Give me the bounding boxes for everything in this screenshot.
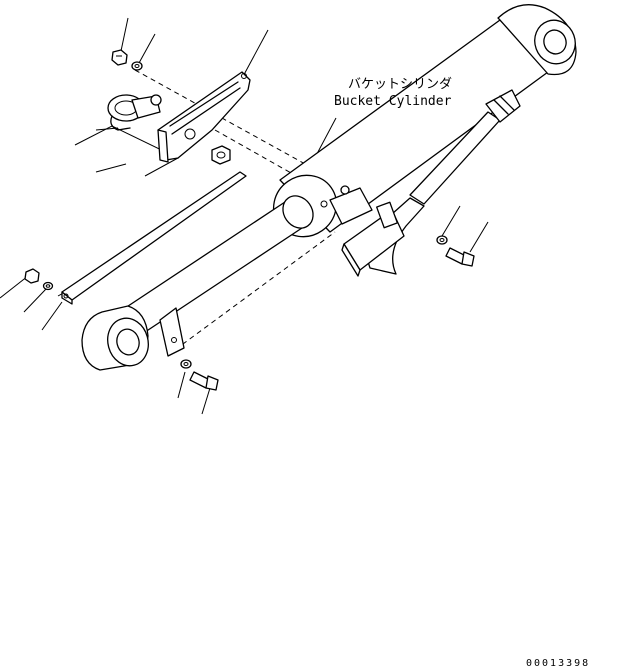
- bolt-bottom: [189, 371, 219, 391]
- washer-right: [436, 235, 448, 245]
- washer-bottom: [180, 359, 192, 369]
- valve-block: [320, 185, 405, 277]
- leader-lines: [0, 17, 489, 415]
- nut-middle: [211, 145, 231, 165]
- figure-number: 00013398: [526, 658, 590, 669]
- component-label-english: Bucket Cylinder: [334, 94, 452, 109]
- guard-rail: [61, 171, 247, 305]
- washer-top: [131, 61, 143, 71]
- piston-rod: [81, 195, 314, 371]
- nut-top: [111, 49, 128, 66]
- washer-left: [42, 281, 54, 291]
- guard-bracket: [157, 71, 251, 163]
- bolt-right: [445, 247, 475, 267]
- nut-left: [24, 268, 40, 284]
- component-label-japanese: バケットシリンダ: [348, 77, 452, 92]
- hose-clamp: [107, 94, 162, 131]
